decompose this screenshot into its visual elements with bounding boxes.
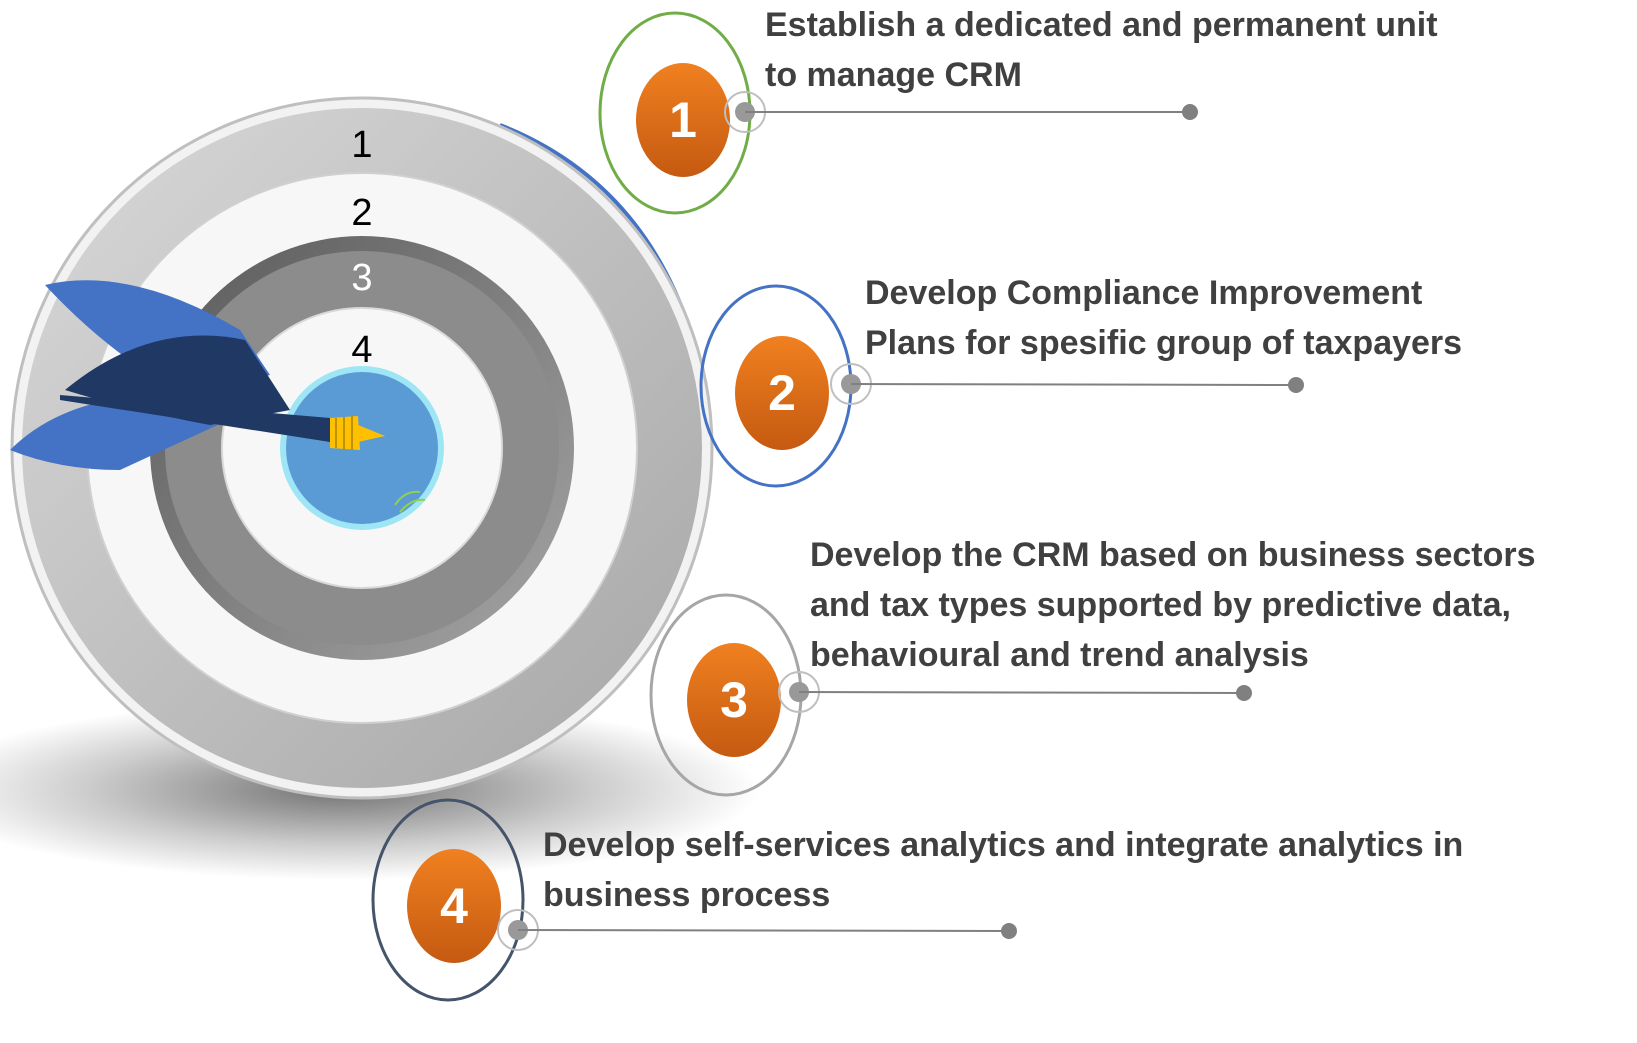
step-1-line-2: to manage CRM [765,56,1022,94]
step-4-line-1: Develop self-services analytics and inte… [543,826,1464,864]
connector-3 [778,671,1252,713]
step-number-2: 2 [768,365,796,421]
bullseye-icon [10,96,714,800]
ring-label-4: 4 [351,329,372,371]
step-3-line-1: Develop the CRM based on business sector… [810,536,1536,574]
ring-label-2: 2 [351,192,372,234]
step-badge-1: 1 [598,11,752,215]
step-3-line-3: behavioural and trend analysis [810,636,1309,674]
step-2-line-2: Plans for spesific group of taxpayers [865,324,1463,362]
step-number-3: 3 [720,672,748,728]
connector-2 [830,363,1304,405]
step-3-text: Develop the CRM based on business sector… [810,530,1536,680]
step-2-text: Develop Compliance Improvement Plans for… [865,268,1462,368]
step-4-line-2: business process [543,876,831,914]
step-4-text: Develop self-services analytics and inte… [543,820,1463,920]
step-badge-3: 3 [649,593,803,797]
step-badge-2: 2 [699,284,853,488]
dart-icon [10,280,385,470]
step-1-text: Establish a dedicated and permanent unit… [765,0,1438,100]
step-number-4: 4 [440,878,468,934]
connector-1 [724,91,1198,133]
step-badge-4: 4 [371,798,525,1002]
step-2-line-1: Develop Compliance Improvement [865,274,1423,312]
step-3-line-2: and tax types supported by predictive da… [810,586,1511,624]
ring-label-1: 1 [351,124,372,166]
connector-4 [497,909,1017,951]
step-number-1: 1 [669,92,697,148]
step-1-line-1: Establish a dedicated and permanent unit [765,6,1438,44]
ring-label-3: 3 [351,257,372,299]
